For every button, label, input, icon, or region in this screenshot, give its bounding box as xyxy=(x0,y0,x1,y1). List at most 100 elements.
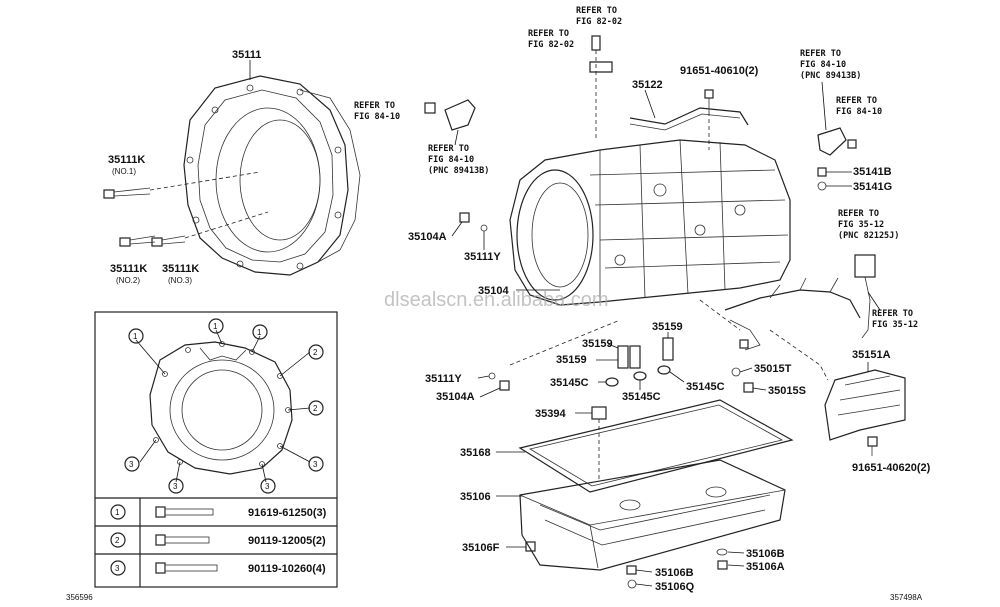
svg-text:91619-61250(3): 91619-61250(3) xyxy=(248,507,327,519)
label-35159: 35159 xyxy=(582,338,613,350)
label-35015t: 35015T xyxy=(754,363,792,375)
svg-text:REFER TO: REFER TO xyxy=(836,96,877,106)
transmission-case xyxy=(509,139,791,306)
label-35106a: 35106A xyxy=(746,561,785,573)
label-35104: 35104 xyxy=(478,285,509,297)
svg-text:1: 1 xyxy=(133,332,138,341)
label-35159: 35159 xyxy=(652,321,683,333)
svg-text:(PNC 89413B): (PNC 89413B) xyxy=(800,71,861,81)
svg-text:REFER TO: REFER TO xyxy=(838,209,879,219)
svg-text:FIG 84-10: FIG 84-10 xyxy=(800,60,846,70)
wire-harness xyxy=(724,254,876,351)
plug-icon xyxy=(459,212,470,223)
svg-text:REFER TO: REFER TO xyxy=(354,101,395,111)
marker-1: 1 xyxy=(128,328,144,344)
o-ring-icon xyxy=(480,224,488,232)
svg-text:REFER TO: REFER TO xyxy=(576,6,617,16)
svg-text:3: 3 xyxy=(115,564,120,573)
svg-text:2: 2 xyxy=(313,404,318,413)
svg-text:FIG 84-10: FIG 84-10 xyxy=(836,107,882,117)
bolt-icon xyxy=(817,167,827,177)
label-91651-40610: 91651-40610(2) xyxy=(680,65,759,77)
svg-text:90119-12005(2): 90119-12005(2) xyxy=(248,535,326,547)
label-35145c: 35145C xyxy=(622,391,661,403)
strainer-plate xyxy=(824,369,906,441)
svg-text:FIG 35-12: FIG 35-12 xyxy=(872,320,918,330)
svg-text:FIG 82-02: FIG 82-02 xyxy=(528,40,574,50)
bolt-icon xyxy=(704,89,714,112)
marker-2: 2 xyxy=(308,400,324,416)
oil-tube xyxy=(629,107,749,131)
svg-text:REFER TO: REFER TO xyxy=(872,309,913,319)
inset-row-1: 1 91619-61250(3) xyxy=(110,504,327,520)
svg-text:90119-10260(4): 90119-10260(4) xyxy=(248,563,326,575)
label-35111k-2: 35111K xyxy=(110,263,147,275)
svg-text:1: 1 xyxy=(213,322,218,331)
inset-row-2: 2 90119-12005(2) xyxy=(110,532,326,548)
label-35111k-1: 35111K xyxy=(108,154,145,166)
marker-3: 3 xyxy=(168,478,184,494)
svg-text:REFER TO: REFER TO xyxy=(800,49,841,59)
sensor-icon xyxy=(817,127,857,156)
inset-row-3: 3 90119-10260(4) xyxy=(110,560,326,576)
svg-text:2: 2 xyxy=(115,536,120,545)
svg-text:3: 3 xyxy=(265,482,270,491)
label-35106b: 35106B xyxy=(655,567,694,579)
marker-1: 1 xyxy=(252,324,268,340)
svg-text:REFER TO: REFER TO xyxy=(428,144,469,154)
label-35394: 35394 xyxy=(535,408,566,420)
marker-3: 3 xyxy=(260,478,276,494)
sleeve-icon xyxy=(617,337,674,369)
svg-text:(PNC 89413B): (PNC 89413B) xyxy=(428,166,489,176)
marker-3: 3 xyxy=(308,456,324,472)
label-35104a: 35104A xyxy=(436,391,475,403)
o-ring-icon xyxy=(488,372,496,380)
svg-text:REFER TO: REFER TO xyxy=(528,29,569,39)
label-35015s: 35015S xyxy=(768,385,806,397)
label-35159: 35159 xyxy=(556,354,587,366)
label-91651-40620: 91651-40620(2) xyxy=(852,462,931,474)
svg-text:3: 3 xyxy=(313,460,318,469)
bolt-icon xyxy=(103,187,151,199)
label-35106: 35106 xyxy=(460,491,491,503)
svg-text:FIG 84-10: FIG 84-10 xyxy=(354,112,400,122)
svg-text:2: 2 xyxy=(313,348,318,357)
pan-gasket xyxy=(518,399,794,493)
svg-text:1: 1 xyxy=(115,508,120,517)
bolt-icon xyxy=(155,534,210,546)
marker-1: 1 xyxy=(208,318,224,334)
label-35111y: 35111Y xyxy=(425,373,462,385)
plug-icon xyxy=(743,382,754,393)
bolt-icon xyxy=(155,562,218,574)
bolt-icon xyxy=(119,235,186,247)
svg-text:FIG 84-10: FIG 84-10 xyxy=(428,155,474,165)
watermark: dlsealscn.en.alibaba.com xyxy=(384,289,609,311)
label-35104a: 35104A xyxy=(408,231,447,243)
svg-text:(PNC 82125J): (PNC 82125J) xyxy=(838,231,899,241)
washer-icon xyxy=(605,365,671,387)
label-35111k-3: 35111K xyxy=(162,263,199,275)
plug-icon xyxy=(499,380,510,391)
marker-3: 3 xyxy=(124,456,140,472)
o-ring-icon xyxy=(731,367,741,377)
inset-markers: 1 1 1 2 2 3 3 3 3 xyxy=(124,318,324,494)
sensor-icon xyxy=(424,99,476,131)
label-no2: (NO.2) xyxy=(116,276,140,285)
magnet-icon xyxy=(591,406,607,420)
label-35111y: 35111Y xyxy=(464,251,501,263)
svg-text:FIG 35-12: FIG 35-12 xyxy=(838,220,884,230)
label-35106f: 35106F xyxy=(462,542,500,554)
drain-plug-icon xyxy=(716,548,728,570)
label-35122: 35122 xyxy=(632,79,663,91)
label-35106b: 35106B xyxy=(746,548,785,560)
label-35151a: 35151A xyxy=(852,349,891,361)
label-35168: 35168 xyxy=(460,447,491,459)
bell-housing xyxy=(183,75,361,276)
diagram-code-left: 356596 xyxy=(66,593,93,602)
label-35141b: 35141B xyxy=(853,166,892,178)
bolt-icon xyxy=(525,541,536,552)
label-no3: (NO.3) xyxy=(168,276,192,285)
label-35106q: 35106Q xyxy=(655,581,695,593)
bolt-icon xyxy=(155,506,214,518)
